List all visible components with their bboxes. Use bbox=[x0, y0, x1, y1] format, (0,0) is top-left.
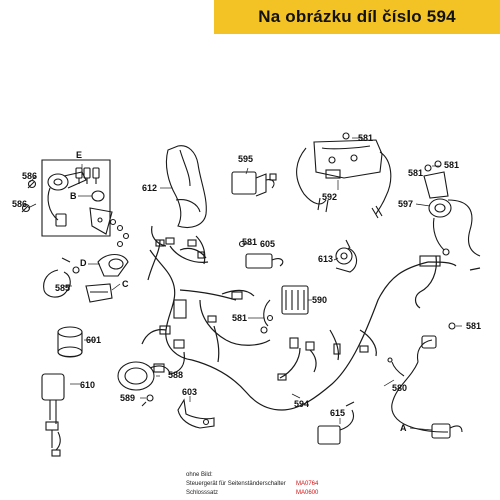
label-613: 613 bbox=[318, 254, 333, 264]
note-row-2-label: Schlosssatz bbox=[186, 490, 219, 496]
note-row-1-label: Steuergerät für Seitenständerschalter bbox=[186, 481, 286, 487]
label-586-a: 586 bbox=[22, 171, 37, 181]
harness-connectors bbox=[155, 237, 441, 381]
kit-bolts bbox=[109, 218, 130, 248]
label-585: 585 bbox=[55, 283, 70, 293]
relay-615 bbox=[317, 401, 355, 445]
headlight-588 bbox=[117, 361, 171, 391]
label-581-coil-left: 581 bbox=[408, 168, 423, 178]
label-589: 589 bbox=[120, 393, 135, 403]
regulator-605 bbox=[238, 240, 284, 269]
label-581-coil: 581 bbox=[444, 160, 459, 170]
note-row-1-code: MA0764 bbox=[296, 481, 319, 487]
label-580: 580 bbox=[392, 383, 407, 393]
label-605: 605 bbox=[260, 239, 275, 249]
label-581-regulator: 581 bbox=[242, 237, 257, 247]
screw-586 bbox=[21, 179, 37, 213]
label-615: 615 bbox=[330, 408, 345, 418]
clamp-c bbox=[85, 283, 113, 303]
part-labels: 586 586 E B D C 585 601 610 612 595 592 … bbox=[12, 133, 481, 433]
part-number-banner: Na obrázku díl číslo 594 bbox=[214, 0, 500, 34]
rectifier-590 bbox=[260, 285, 309, 334]
label-586-b: 586 bbox=[12, 199, 27, 209]
label-581-top: 581 bbox=[358, 133, 373, 143]
label-603: 603 bbox=[182, 387, 197, 397]
label-594: 594 bbox=[294, 399, 309, 409]
keys bbox=[75, 167, 100, 184]
ignition-lock bbox=[47, 171, 87, 227]
nut-581 bbox=[342, 132, 442, 172]
horn-613 bbox=[335, 239, 358, 273]
notes-heading: ohne Bild: bbox=[186, 472, 213, 478]
label-601: 601 bbox=[86, 335, 101, 345]
sensor-585 bbox=[43, 257, 80, 298]
label-592: 592 bbox=[322, 192, 337, 202]
label-610: 610 bbox=[80, 380, 95, 390]
bracket-603 bbox=[177, 398, 215, 429]
label-581-rectifier: 581 bbox=[232, 313, 247, 323]
leader-lines bbox=[27, 137, 462, 431]
label-588: 588 bbox=[168, 370, 183, 380]
note-row-2-code: MA0600 bbox=[296, 490, 319, 496]
lock-cylinder-b bbox=[91, 190, 105, 202]
label-a: A bbox=[400, 423, 407, 433]
relay-595 bbox=[231, 171, 277, 197]
lock-plate bbox=[89, 207, 113, 235]
label-c: C bbox=[122, 279, 129, 289]
label-d: D bbox=[80, 258, 87, 268]
nut-581-right bbox=[448, 322, 456, 330]
ignition-kit-frame bbox=[41, 159, 111, 237]
screw-589 bbox=[141, 394, 154, 407]
wiring-harness-594 bbox=[141, 225, 481, 411]
label-612: 612 bbox=[142, 183, 157, 193]
label-590: 590 bbox=[312, 295, 327, 305]
cover-612 bbox=[165, 145, 207, 229]
module-610 bbox=[41, 373, 65, 457]
label-581-right: 581 bbox=[466, 321, 481, 331]
label-e: E bbox=[76, 150, 82, 160]
control-unit-592 bbox=[296, 139, 392, 219]
cable-580 bbox=[387, 335, 463, 439]
label-597: 597 bbox=[398, 199, 413, 209]
relay-601 bbox=[57, 326, 83, 358]
label-595: 595 bbox=[238, 154, 253, 164]
ignition-coil-597 bbox=[423, 171, 481, 257]
label-b: B bbox=[70, 191, 77, 201]
connector-d bbox=[97, 253, 129, 277]
